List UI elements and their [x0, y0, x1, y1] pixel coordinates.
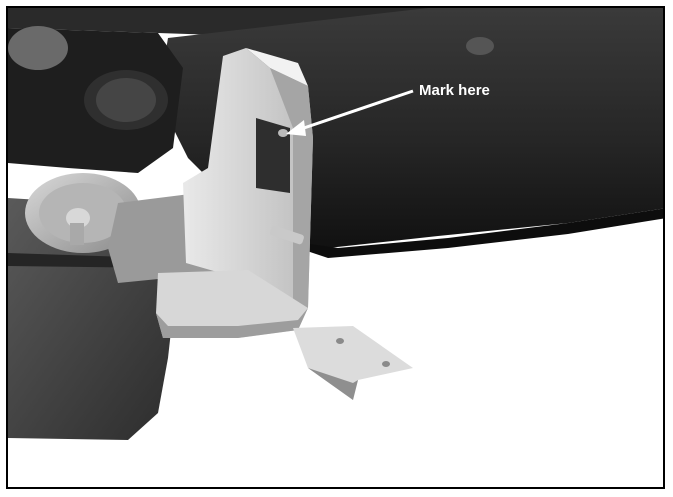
angle-plate — [293, 326, 413, 400]
callout-label: Mark here — [419, 82, 490, 99]
bracket-foot — [156, 270, 308, 338]
pulley-bolt — [70, 223, 84, 245]
beam-shadow-edge — [268, 208, 663, 258]
mark-slot — [256, 118, 290, 193]
bracket-vertical — [183, 48, 313, 308]
photo-frame: Mark here — [6, 6, 665, 489]
arrowhead — [286, 120, 306, 136]
beam-hole — [466, 37, 494, 55]
callout-arrow — [297, 89, 414, 132]
photo — [8, 8, 663, 440]
belt-wheel — [8, 26, 68, 70]
bracket-bolt — [270, 225, 304, 245]
bracket-flange — [246, 48, 308, 86]
